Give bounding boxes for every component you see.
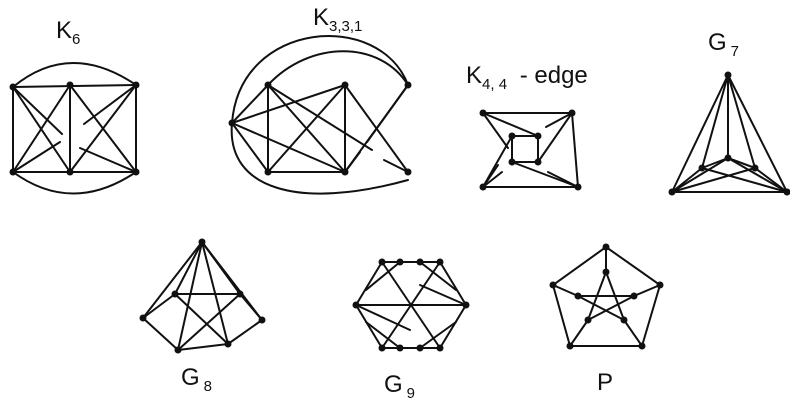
label-p: P: [597, 369, 613, 396]
graph-k6: K6: [9, 17, 140, 195]
graph-k44-minus-edge: K4, 4 - edge: [466, 62, 588, 191]
vertices-petersen: [549, 243, 664, 350]
graph-k331: K3,3,1: [228, 4, 412, 195]
label-k44: K4, 4 - edge: [466, 62, 588, 93]
vertices-k6: [9, 81, 140, 176]
vertices-k331: [228, 81, 412, 176]
vertices-g7: [668, 71, 790, 196]
label-k331: K3,3,1: [313, 4, 362, 35]
label-k6: K6: [56, 17, 80, 48]
vertices-g9: [352, 258, 470, 352]
graph-petersen: P: [549, 243, 664, 396]
vertices-k44: [479, 109, 582, 191]
vertices-g8: [139, 238, 266, 354]
